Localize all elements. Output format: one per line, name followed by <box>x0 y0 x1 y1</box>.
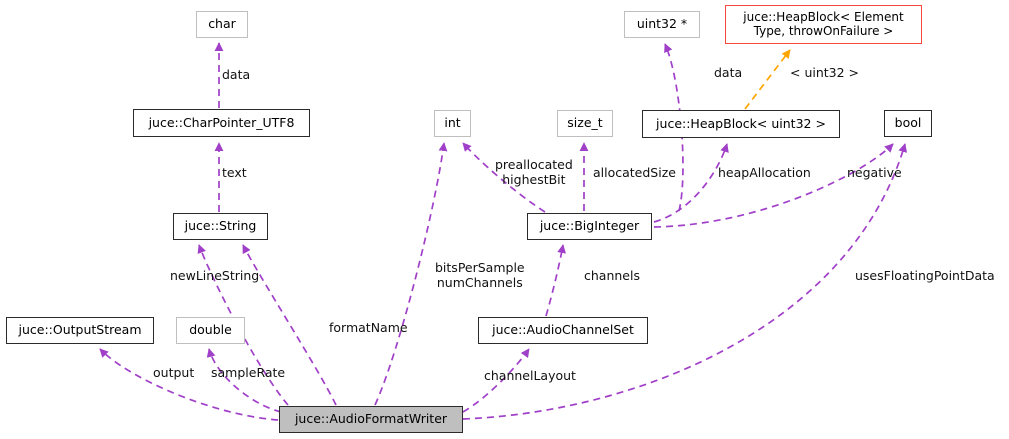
node-int[interactable]: int <box>434 110 471 137</box>
edge-label-negative: negative <box>847 165 902 180</box>
node-juce-string[interactable]: juce::String <box>173 213 268 240</box>
edge-writer-to-outputstream <box>99 348 279 421</box>
node-double[interactable]: double <box>176 317 245 344</box>
edge-label-data-char: data <box>222 67 251 82</box>
node-juce-outputstream[interactable]: juce::OutputStream <box>6 317 154 344</box>
edge-label-output: output <box>153 365 195 380</box>
edge-label-heapallocation: heapAllocation <box>718 165 811 180</box>
node-juce-charpointer-utf8[interactable]: juce::CharPointer_UTF8 <box>133 109 310 137</box>
node-uint32-pointer[interactable]: uint32 * <box>624 11 700 38</box>
edge-label-channels: channels <box>584 268 640 283</box>
edge-writer-to-double <box>206 348 282 413</box>
edge-heapblocku32-to-template <box>744 49 791 110</box>
edge-writer-to-bool <box>462 143 907 420</box>
edge-writer-to-string-newline <box>197 244 289 406</box>
edge-writer-to-channelset <box>462 348 530 413</box>
edge-label-bitspersample-numchannels: bitsPerSample numChannels <box>435 260 525 290</box>
edge-channelset-to-biginteger <box>545 244 566 317</box>
edge-label-newlinestring: newLineString <box>170 268 260 283</box>
edge-label-data-uint32: data <box>714 65 743 80</box>
edge-label-allocatedsize: allocatedSize <box>593 165 676 180</box>
edge-biginteger-to-uint32ptr <box>664 43 684 212</box>
edge-label-formatname: formatName <box>329 320 408 335</box>
node-juce-biginteger[interactable]: juce::BigInteger <box>527 213 652 240</box>
edge-biginteger-to-int <box>462 142 546 213</box>
node-char[interactable]: char <box>196 11 248 38</box>
node-juce-audiochannelset[interactable]: juce::AudioChannelSet <box>478 317 648 344</box>
node-juce-audioformatwriter[interactable]: juce::AudioFormatWriter <box>279 406 463 433</box>
edge-label-usesfloatingpointdata: usesFloatingPointData <box>855 268 995 283</box>
edge-label-text: text <box>222 165 247 180</box>
edge-label-channellayout: channelLayout <box>484 368 576 383</box>
edge-label-uint32-template-arg: < uint32 > <box>790 65 860 80</box>
edge-writer-to-string-format <box>242 244 337 406</box>
edge-label-samplerate: sampleRate <box>211 365 286 380</box>
node-bool[interactable]: bool <box>884 110 932 137</box>
edge-biginteger-to-bool <box>653 143 894 228</box>
node-heapblock-template[interactable]: juce::HeapBlock< Element Type, throwOnFa… <box>725 5 922 44</box>
node-juce-heapblock-uint32[interactable]: juce::HeapBlock< uint32 > <box>642 110 840 138</box>
edge-writer-to-int <box>374 142 448 406</box>
edge-label-preallocated-highestbit: preallocated highestBit <box>495 157 573 187</box>
node-size-t[interactable]: size_t <box>557 110 613 137</box>
edge-biginteger-to-heapblocku32 <box>653 143 729 223</box>
